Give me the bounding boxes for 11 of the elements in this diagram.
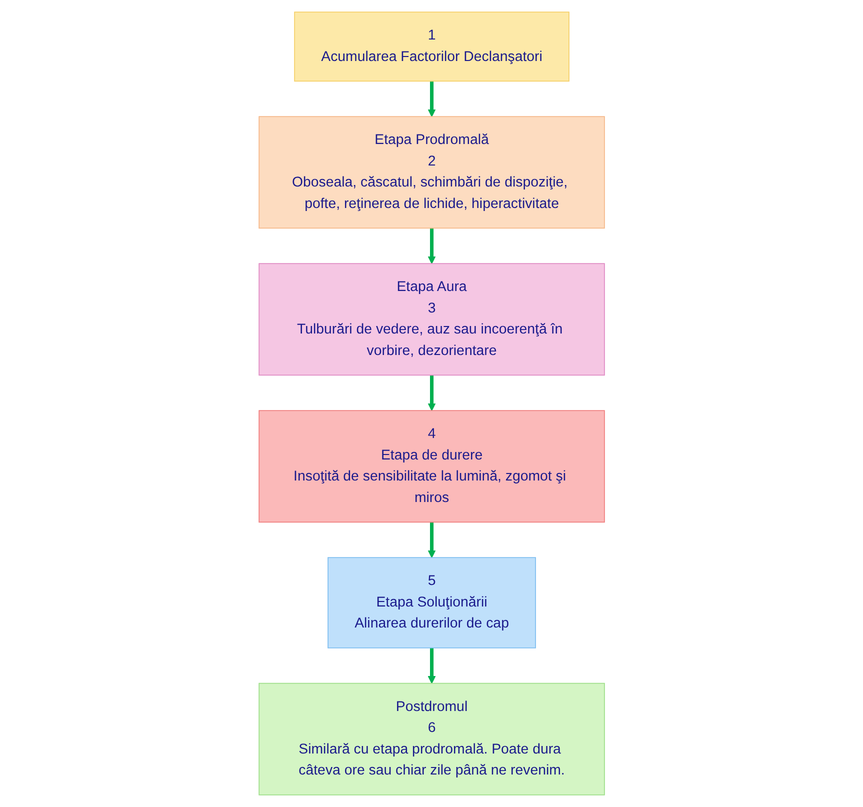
node-box: 5 Etapa Soluţionării Alinarea durerilor de cap: [327, 557, 536, 648]
arrow: [428, 648, 436, 684]
node-box: Etapa Aura 3 Tulburări de vedere, auz sau incoerenţă în vorbire, dezorientare: [258, 263, 605, 376]
node-box: 4 Etapa de durere Insoţită de sensibilitate la lumină, zgomot şi miros: [258, 410, 605, 523]
arrow: [428, 228, 436, 264]
node-box: 1 Acumularea Factorilor Declanşatori: [294, 12, 570, 82]
arrow: [428, 81, 436, 117]
arrow: [428, 375, 436, 411]
node-box: Etapa Prodromală 2 Oboseala, căscatul, schimbări de dispoziţie, pofte, reţinerea de lichide, hiperactivitate: [258, 116, 605, 229]
node-box: Postdromul 6 Similară cu etapa prodromală. Poate dura câteva ore sau chiar zile până ne revenim.: [258, 682, 605, 796]
arrow: [428, 522, 436, 558]
